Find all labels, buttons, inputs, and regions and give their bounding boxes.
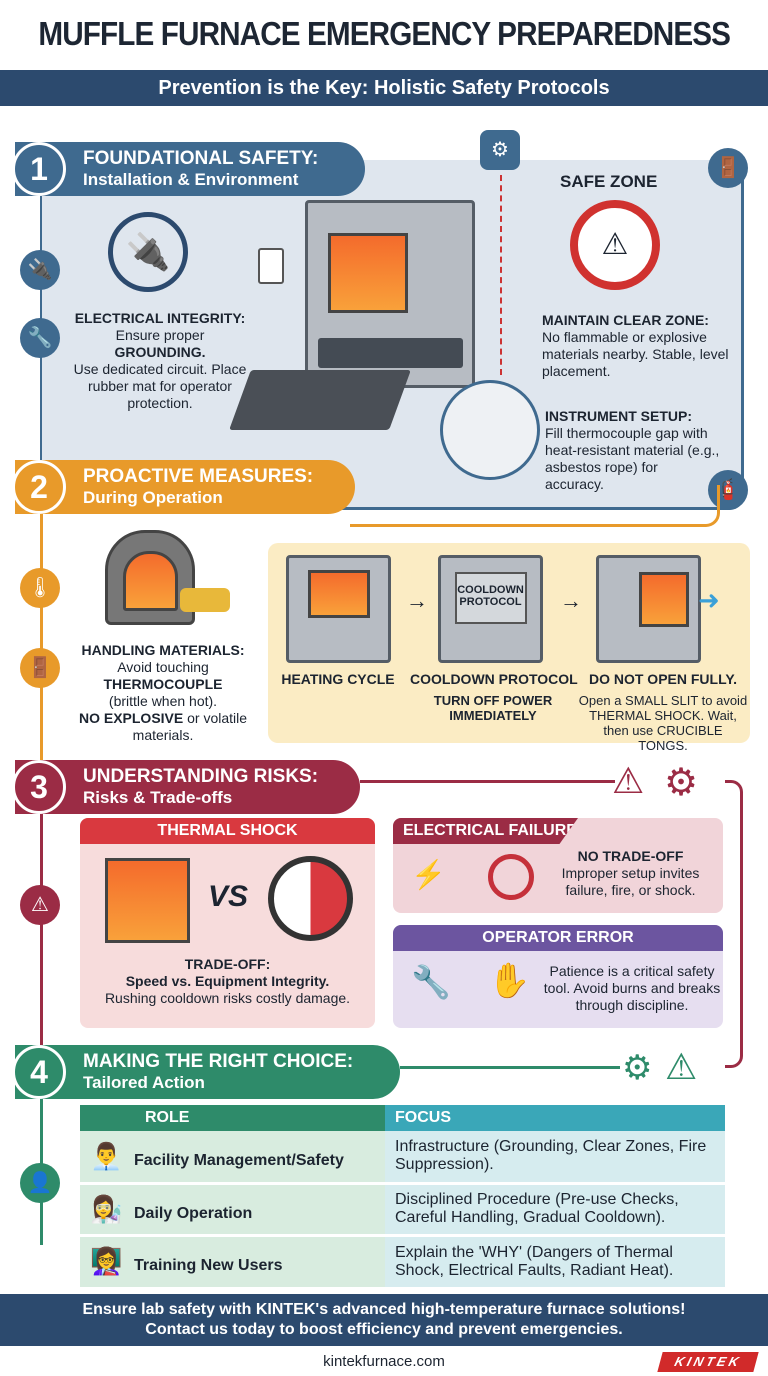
- arrow-icon: →: [406, 588, 428, 613]
- short-circuit-icon: ⚡: [411, 859, 446, 890]
- step-number: 3: [12, 760, 66, 814]
- section2-header: PROACTIVE MEASURES: During Operation: [15, 460, 355, 514]
- muffle-furnace-illustration: [305, 200, 475, 388]
- operator-error-text: Patience is a critical safety tool. Avoi…: [543, 963, 721, 1013]
- kintek-logo: KINTEK: [657, 1352, 759, 1372]
- safe-icon: ⚙: [480, 130, 520, 170]
- rubber-mat: [229, 370, 411, 430]
- warning-icon: ⚠: [665, 1046, 698, 1087]
- section1-header: FOUNDATIONAL SAFETY: Installation & Envi…: [15, 142, 365, 196]
- connector-line: [360, 780, 615, 783]
- manager-avatar-icon: 👨‍💼: [90, 1140, 123, 1171]
- electrical-failure-card: ELECTRICAL FAILURE ⚡ NO TRADE-OFF Improp…: [393, 818, 723, 913]
- electrical-integrity-text: ELECTRICAL INTEGRITY: Ensure proper GROU…: [73, 310, 247, 411]
- handling-materials-text: HANDLING MATERIALS: Avoid touching THERM…: [78, 642, 248, 743]
- broken-thermocouple-icon: 🔧: [411, 964, 451, 1000]
- operator-error-card: OPERATOR ERROR 🔧 ✋ Patience is a critica…: [393, 925, 723, 1028]
- electrical-failure-text: NO TRADE-OFF Improper setup invites fail…: [561, 848, 700, 898]
- column-header: ROLE: [80, 1105, 385, 1131]
- gear-icon: ⚙: [622, 1049, 653, 1087]
- step-label: COOLDOWN PROTOCOL: [410, 671, 578, 687]
- table-row: 👩‍🔬Daily Operation Disciplined Procedure…: [80, 1183, 725, 1235]
- door-icon: 🚪: [20, 648, 60, 688]
- heating-furnace-icon: [286, 555, 391, 663]
- electrical-plug-icon: 🔌: [108, 212, 188, 292]
- cooldown-furnace-icon: COOLDOWN PROTOCOL: [438, 555, 543, 663]
- step-label: HEATING CYCLE: [281, 671, 395, 687]
- section-subheading: Installation & Environment: [83, 170, 299, 189]
- column-header: FOCUS: [385, 1105, 725, 1131]
- stopwatch-icon: [268, 856, 353, 941]
- instrument-setup-text: INSTRUMENT SETUP: Fill thermocouple gap …: [545, 408, 720, 492]
- open-slit-furnace-icon: [596, 555, 701, 663]
- connector-line: [40, 510, 43, 760]
- wrench-icon: 🔧: [20, 318, 60, 358]
- section4-header: MAKING THE RIGHT CHOICE: Tailored Action: [15, 1045, 400, 1099]
- warning-icon: ⚠: [20, 885, 60, 925]
- safe-zone-label: SAFE ZONE: [560, 172, 658, 191]
- vs-label: VS: [208, 880, 249, 913]
- plug-icon: 🔌: [20, 250, 60, 290]
- connector-line: [400, 1066, 620, 1069]
- step-note: Open a SMALL SLIT to avoid THERMAL SHOCK…: [578, 693, 748, 753]
- cooldown-process-panel: → COOLDOWN PROTOCOL → ➜ HEATING CYCLE CO…: [268, 543, 750, 753]
- table-row: 👩‍🏫Training New Users Explain the 'WHY' …: [80, 1235, 725, 1287]
- clear-zone-text: MAINTAIN CLEAR ZONE: No flammable or exp…: [542, 312, 729, 379]
- trainer-avatar-icon: 👩‍🏫: [90, 1246, 123, 1277]
- section-heading: FOUNDATIONAL SAFETY:: [83, 148, 319, 169]
- step-label: DO NOT OPEN FULLY.: [588, 671, 738, 687]
- wall-outlet: [258, 248, 284, 284]
- step-number: 1: [12, 142, 66, 196]
- safe-zone-boundary: [500, 175, 502, 375]
- section3-header: UNDERSTANDING RISKS: Risks & Trade-offs: [15, 760, 360, 814]
- no-hazards-icon: ⚠: [570, 200, 660, 290]
- page-title: MUFFLE FURNACE EMERGENCY PREPAREDNESS: [38, 15, 731, 52]
- arrow-icon: →: [560, 588, 582, 613]
- connector-line: [40, 810, 43, 1050]
- subtitle-banner: Prevention is the Key: Holistic Safety P…: [0, 70, 768, 106]
- warning-icon: ⚠: [612, 760, 645, 801]
- table-row: 👨‍💼Facility Management/Safety Infrastruc…: [80, 1131, 725, 1183]
- step-number: 2: [12, 460, 66, 514]
- thermal-shock-card: THERMAL SHOCK VS TRADE-OFF: Speed vs. Eq…: [80, 818, 375, 1028]
- connector-line: [350, 485, 720, 527]
- gear-icon: ⚙: [664, 762, 699, 804]
- door-icon: 🚪: [708, 148, 748, 188]
- connector-line: [725, 780, 743, 1068]
- thermometer-icon: 🌡: [20, 568, 60, 608]
- heat-escape-arrow-icon: ➜: [698, 585, 720, 615]
- prohibited-icon: [488, 854, 534, 900]
- footer-banner: Ensure lab safety with KINTEK's advanced…: [0, 1294, 768, 1346]
- cracked-brick-icon: [105, 858, 190, 943]
- role-focus-table: ROLE FOCUS 👨‍💼Facility Management/Safety…: [80, 1105, 725, 1287]
- thermal-shock-text: TRADE-OFF: Speed vs. Equipment Integrity…: [104, 956, 351, 1006]
- step-number: 4: [12, 1045, 66, 1099]
- thermocouple-closeup: [440, 380, 540, 480]
- bandaged-hand-icon: ✋: [488, 962, 531, 1000]
- operator-avatar-icon: 👩‍🔬: [90, 1193, 123, 1224]
- user-icon: 👤: [20, 1163, 60, 1203]
- gloved-hand: [180, 588, 230, 612]
- website-link[interactable]: kintekfurnace.com: [323, 1353, 445, 1370]
- step-note: TURN OFF POWER IMMEDIATELY: [433, 693, 553, 723]
